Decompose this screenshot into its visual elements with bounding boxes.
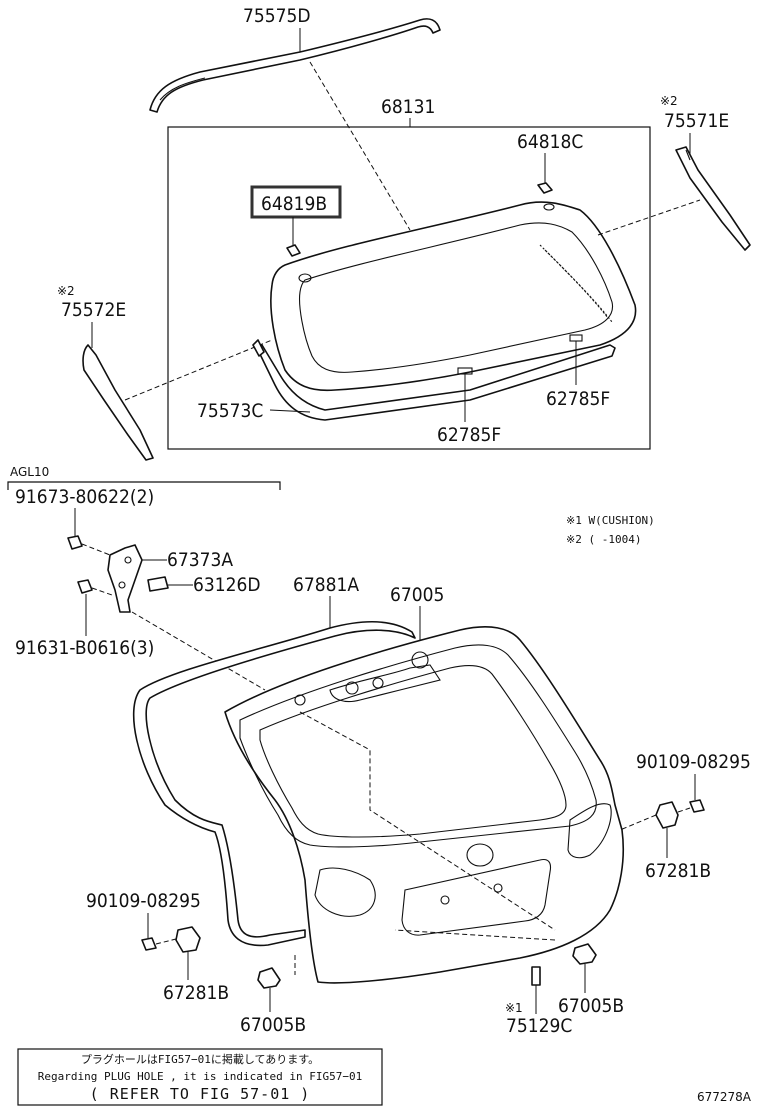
label-67005B-left: 67005B	[240, 1014, 306, 1036]
bolt-90109-left	[141, 937, 181, 951]
group-box-68131	[167, 126, 651, 450]
mark-75129C: ※1	[505, 1001, 523, 1015]
bolt-91631	[77, 579, 113, 596]
group-label-AGL10: AGL10	[10, 465, 49, 479]
label-67281B-right: 67281B	[645, 860, 711, 882]
label-75129C: 75129C	[506, 1015, 572, 1037]
dash-door-2	[394, 929, 556, 941]
dash-75571E	[597, 199, 701, 236]
figure-id: 677278A	[697, 1090, 752, 1104]
clip-64819B	[286, 244, 301, 257]
side-strip-75572E	[82, 344, 154, 461]
label-75571E: 75571E	[664, 110, 729, 132]
footnote-jp: プラグホールはFIG57−01に掲載してあります。	[81, 1052, 319, 1066]
back-door-panel-67005	[224, 626, 625, 984]
cushion-67005B-left	[257, 967, 281, 989]
dash-75572E	[124, 339, 273, 401]
cushion-67005B-right	[572, 943, 597, 965]
leader-75573C	[269, 409, 311, 413]
legend-line-1: ※1 W(CUSHION)	[566, 514, 655, 527]
label-75572E: 75572E	[61, 299, 126, 321]
weatherstrip-67881A	[132, 620, 416, 947]
mark-75571E: ※2	[660, 94, 678, 108]
label-90109-right: 90109-08295	[636, 751, 751, 773]
stopper-67281B-left	[175, 926, 201, 953]
label-75573C: 75573C	[197, 400, 263, 422]
label-75575D: 75575D	[243, 5, 311, 27]
label-62785F-right: 62785F	[546, 388, 610, 410]
cushion-63126D	[147, 576, 169, 592]
clip-64818C	[537, 182, 553, 194]
back-door-glass-68131	[270, 201, 637, 392]
label-67005: 67005	[390, 584, 444, 606]
stopper-67281B-right	[619, 801, 691, 831]
lower-strip-75573C	[252, 339, 616, 421]
mark-75572E: ※2	[57, 284, 75, 298]
side-strip-75571E	[675, 146, 751, 251]
legend-line-2: ※2 ( -1004)	[566, 533, 641, 546]
label-90109-left: 90109-08295	[86, 890, 201, 912]
label-67881A: 67881A	[293, 574, 359, 596]
label-64819B[interactable]: 64819B	[261, 193, 327, 215]
highlight-box-64819B	[250, 185, 342, 219]
label-67281B-left: 67281B	[163, 982, 229, 1004]
hinge-67373A	[107, 544, 143, 613]
dash-75575D	[309, 61, 411, 231]
label-91673: 91673-80622(2)	[15, 486, 154, 508]
label-64818C: 64818C	[517, 131, 583, 153]
label-68131: 68131	[381, 96, 435, 118]
label-62785F-bottom: 62785F	[437, 424, 501, 446]
bolt-91673	[67, 535, 111, 556]
dash-hinge	[131, 611, 266, 691]
group-bracket-AGL10	[7, 481, 281, 490]
bolt-90109-right	[689, 799, 705, 813]
label-91631: 91631-B0616(3)	[15, 637, 154, 659]
footnote-en: Regarding PLUG HOLE , it is indicated in…	[38, 1070, 363, 1083]
dash-door-1	[299, 711, 556, 931]
footnote-ref[interactable]: ( REFER TO FIG 57-01 )	[90, 1085, 311, 1103]
label-67373A: 67373A	[167, 549, 233, 571]
label-67005B-right: 67005B	[558, 995, 624, 1017]
label-63126D: 63126D	[193, 574, 261, 596]
footnote-box	[17, 1048, 383, 1106]
cushion-75129C	[531, 966, 541, 986]
